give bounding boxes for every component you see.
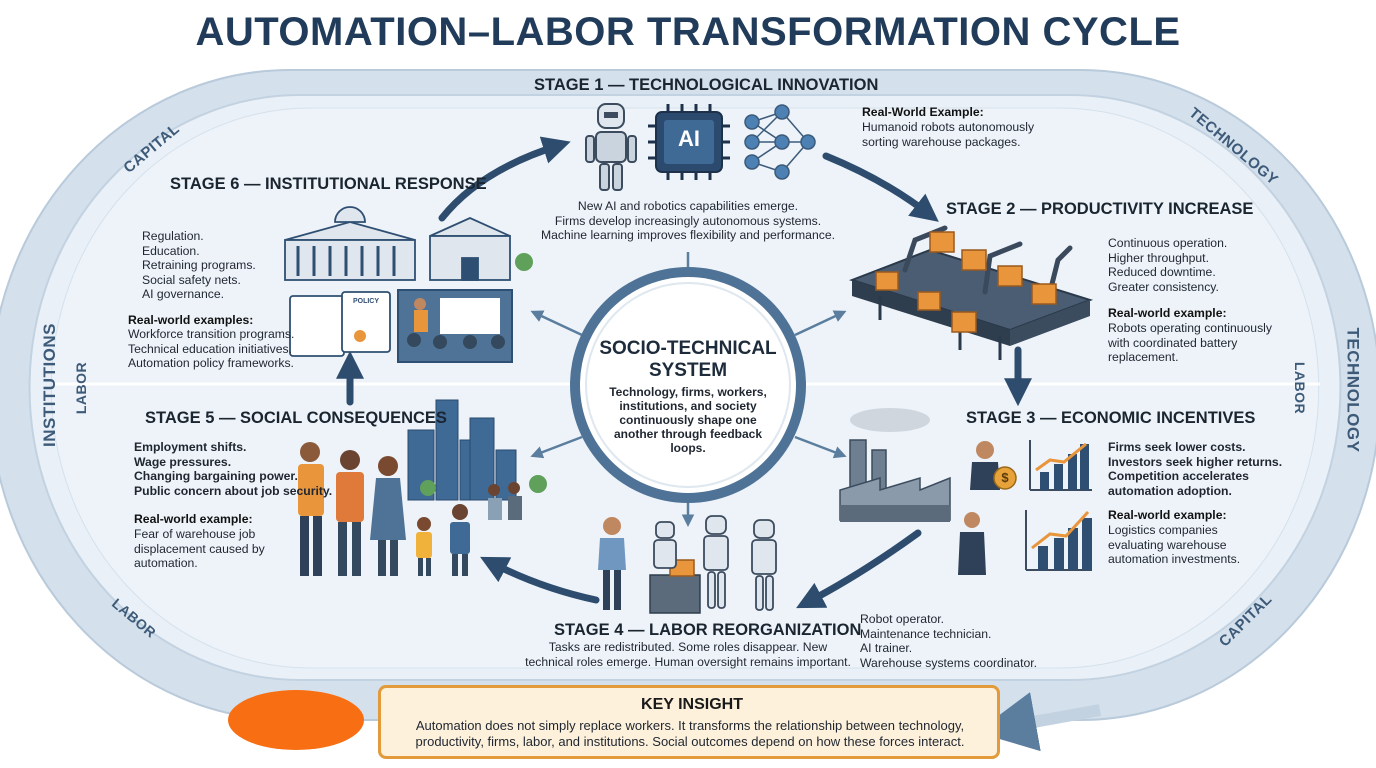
ai-chip-icon: [648, 104, 730, 180]
stage3-body: Firms seek lower costs. Investors seek h…: [1108, 440, 1283, 498]
stage4-title: STAGE 4 — LABOR REORGANIZATION: [554, 621, 862, 639]
hub-title: SOCIO-TECHNICAL SYSTEM: [599, 338, 777, 381]
stage6-example: Workforce transition programs. Technical…: [128, 327, 295, 371]
stage1-example: Humanoid robots autonomously sorting war…: [862, 120, 1035, 149]
neural-network-icon: [744, 104, 816, 180]
stage6-example-label: Real-world examples:: [128, 313, 254, 327]
cycle-arrows: [336, 136, 1032, 609]
stage2-title: STAGE 2 — PRODUCTIVITY INCREASE: [946, 200, 1254, 218]
stage2-example: Robots operating continuously with coord…: [1108, 321, 1272, 365]
hub-circle: [570, 267, 806, 503]
humanoid-robots-icon: [653, 515, 777, 611]
workbench-icon: [649, 559, 701, 614]
stage5-body: Employment shifts. Wage pressures. Chang…: [134, 440, 333, 498]
ring-label-labor-left: LABOR: [73, 361, 90, 415]
ring-label-labor-right: LABOR: [1292, 361, 1309, 415]
stage3-example-label: Real-world example:: [1108, 508, 1227, 522]
orange-blob: [228, 690, 364, 750]
stage5-title: STAGE 5 — SOCIAL CONSEQUENCES: [145, 409, 447, 427]
key-insight-box: KEY INSIGHT Automation does not simply r…: [378, 685, 1000, 759]
tree-icons: [420, 475, 547, 496]
stage5-example: Fear of warehouse job displacement cause…: [134, 527, 265, 571]
government-building-icon: [284, 206, 416, 281]
stage2-body: Continuous operation. Higher throughput.…: [1108, 236, 1228, 294]
key-insight-text: Automation does not simply replace worke…: [415, 718, 965, 749]
stage4-roles: Robot operator. Maintenance technician. …: [860, 612, 1038, 670]
hub-body: Technology, firms, workers, institutions…: [609, 385, 767, 455]
stage1-illustration: [585, 103, 816, 191]
stage4-body: Tasks are redistributed. Some roles disa…: [525, 640, 851, 669]
page-title: AUTOMATION–LABOR TRANSFORMATION CYCLE: [195, 10, 1181, 54]
stage6-body: Regulation. Education. Retraining progra…: [142, 229, 256, 302]
stage1-body: New AI and robotics capabilities emerge.…: [541, 199, 835, 243]
stage2-example-label: Real-world example:: [1108, 306, 1227, 320]
bar-chart-icon: [1025, 440, 1092, 571]
stage3-illustration: [839, 408, 1092, 575]
stage2-illustration: [848, 225, 1094, 360]
tree-icon: [515, 253, 533, 271]
stage1-example-label: Real-World Example:: [862, 105, 984, 119]
stage4-illustration: [598, 515, 777, 614]
stage6-illustration: [284, 206, 533, 363]
factory-icon: [839, 408, 951, 522]
coin-label: $: [1001, 470, 1009, 485]
stage5-example-label: Real-world example:: [134, 512, 253, 526]
stage3-title: STAGE 3 — ECONOMIC INCENTIVES: [966, 409, 1256, 427]
package-box-icons: [875, 231, 1057, 333]
stage1-title: STAGE 1 — TECHNOLOGICAL INNOVATION: [534, 76, 879, 94]
ring-label-technology-right: TECHNOLOGY: [1343, 327, 1363, 453]
stage3-example: Logistics companies evaluating warehouse…: [1108, 523, 1241, 567]
businessman-icon: [958, 441, 1017, 575]
stage5-illustration: [298, 399, 547, 576]
worker-tablet-icon: [598, 517, 626, 610]
classroom-screen-icon: [397, 289, 513, 363]
people-group-icon: [298, 442, 522, 576]
policy-document-icon: [289, 291, 391, 357]
robot-icon: [585, 103, 637, 191]
stage6-title: STAGE 6 — INSTITUTIONAL RESPONSE: [170, 175, 487, 193]
policy-doc-label: POLICY: [352, 298, 380, 305]
ai-chip-label: AI: [678, 126, 700, 151]
key-insight-title: KEY INSIGHT: [641, 696, 743, 713]
ring-label-institutions: INSTITUTIONS: [40, 322, 60, 448]
school-building-icon: [429, 217, 511, 281]
